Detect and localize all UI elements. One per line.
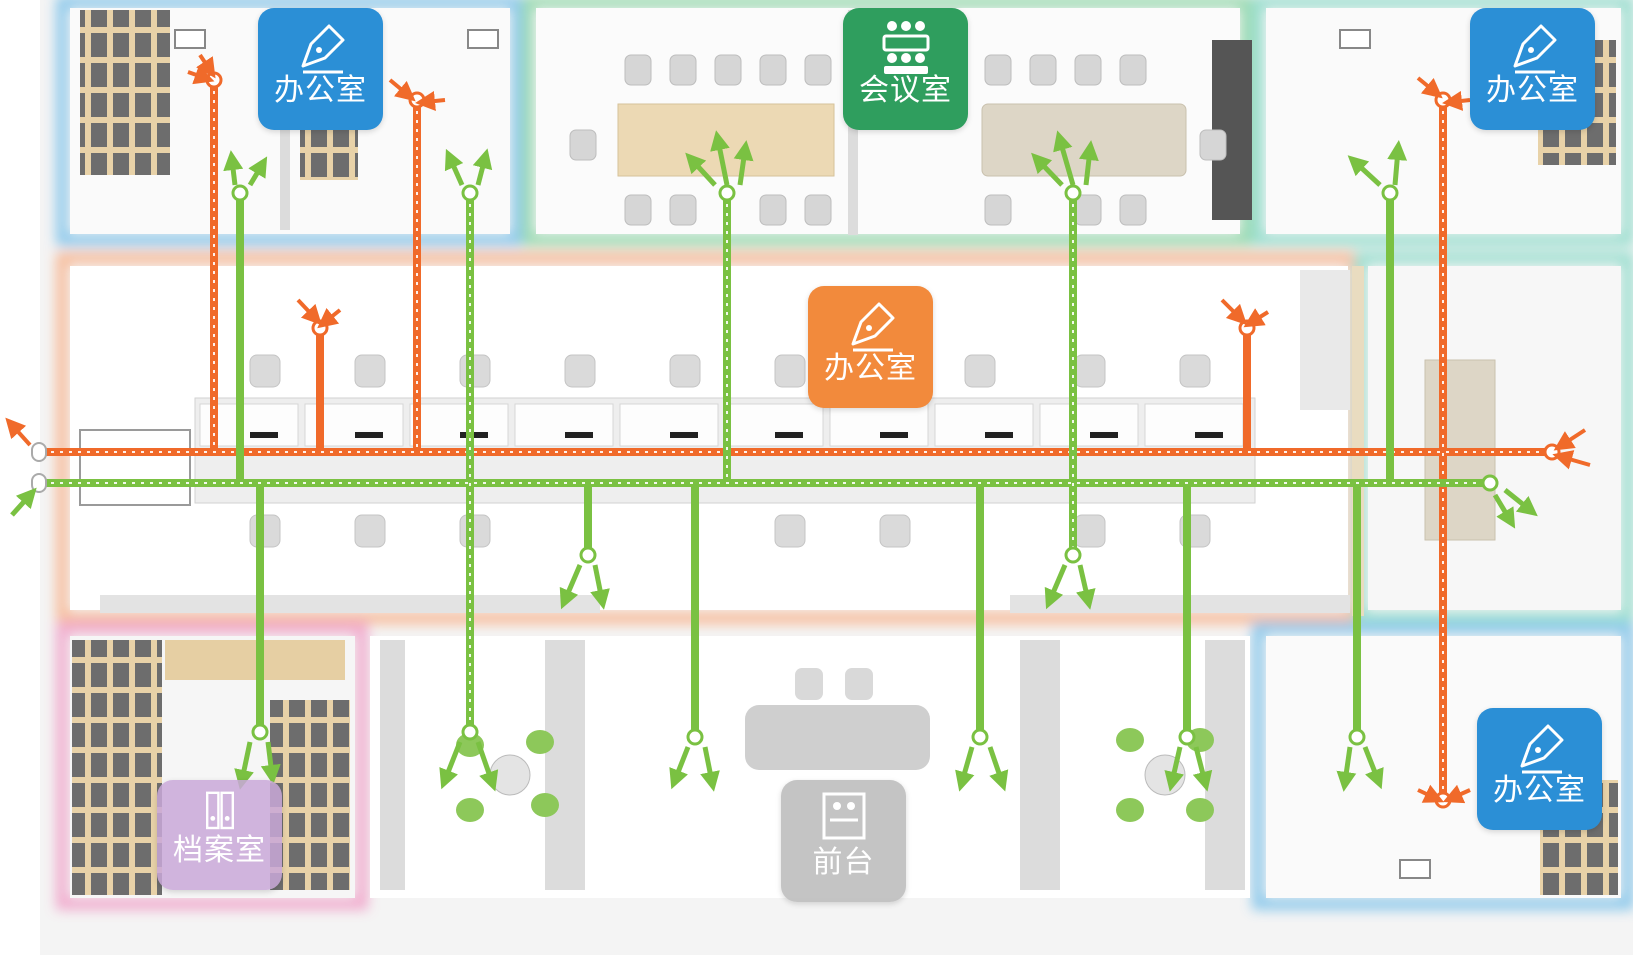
archive-room-badge: 档案室	[157, 780, 282, 890]
pen-nib-icon	[1520, 724, 1563, 774]
outside-ports	[31, 442, 47, 493]
reception-desk-icon	[822, 792, 865, 840]
pen-nib-icon	[851, 302, 894, 352]
wall-units	[174, 29, 1431, 879]
office-badge-top-right: 办公室	[1470, 8, 1595, 130]
meeting-people-icon	[882, 21, 929, 74]
reception-badge: 前台	[781, 780, 906, 902]
exhaust-ducts	[38, 78, 1556, 804]
room-label: 办公室	[824, 351, 917, 386]
supply-vents	[231, 184, 1499, 746]
room-label: 会议室	[859, 73, 952, 108]
reception-desk	[745, 668, 930, 770]
meeting-room-badge: 会议室	[843, 8, 968, 130]
room-label: 前台	[812, 845, 875, 880]
room-label: 办公室	[1493, 773, 1586, 808]
pen-nib-icon	[1513, 24, 1556, 74]
pen-nib-icon	[301, 24, 344, 74]
fresh-air-unit	[79, 429, 191, 506]
room-label: 办公室	[274, 73, 367, 108]
binder-icon	[205, 791, 234, 830]
office-badge-bottom-right: 办公室	[1477, 708, 1602, 830]
room-label: 办公室	[1486, 73, 1579, 108]
chairs	[569, 54, 1227, 226]
supply-arrows	[10, 130, 1538, 792]
exhaust-arrows	[5, 53, 1591, 804]
office-badge-center: 办公室	[808, 286, 933, 408]
room-label: 档案室	[173, 833, 266, 868]
office-badge-top-left: 办公室	[258, 8, 383, 130]
